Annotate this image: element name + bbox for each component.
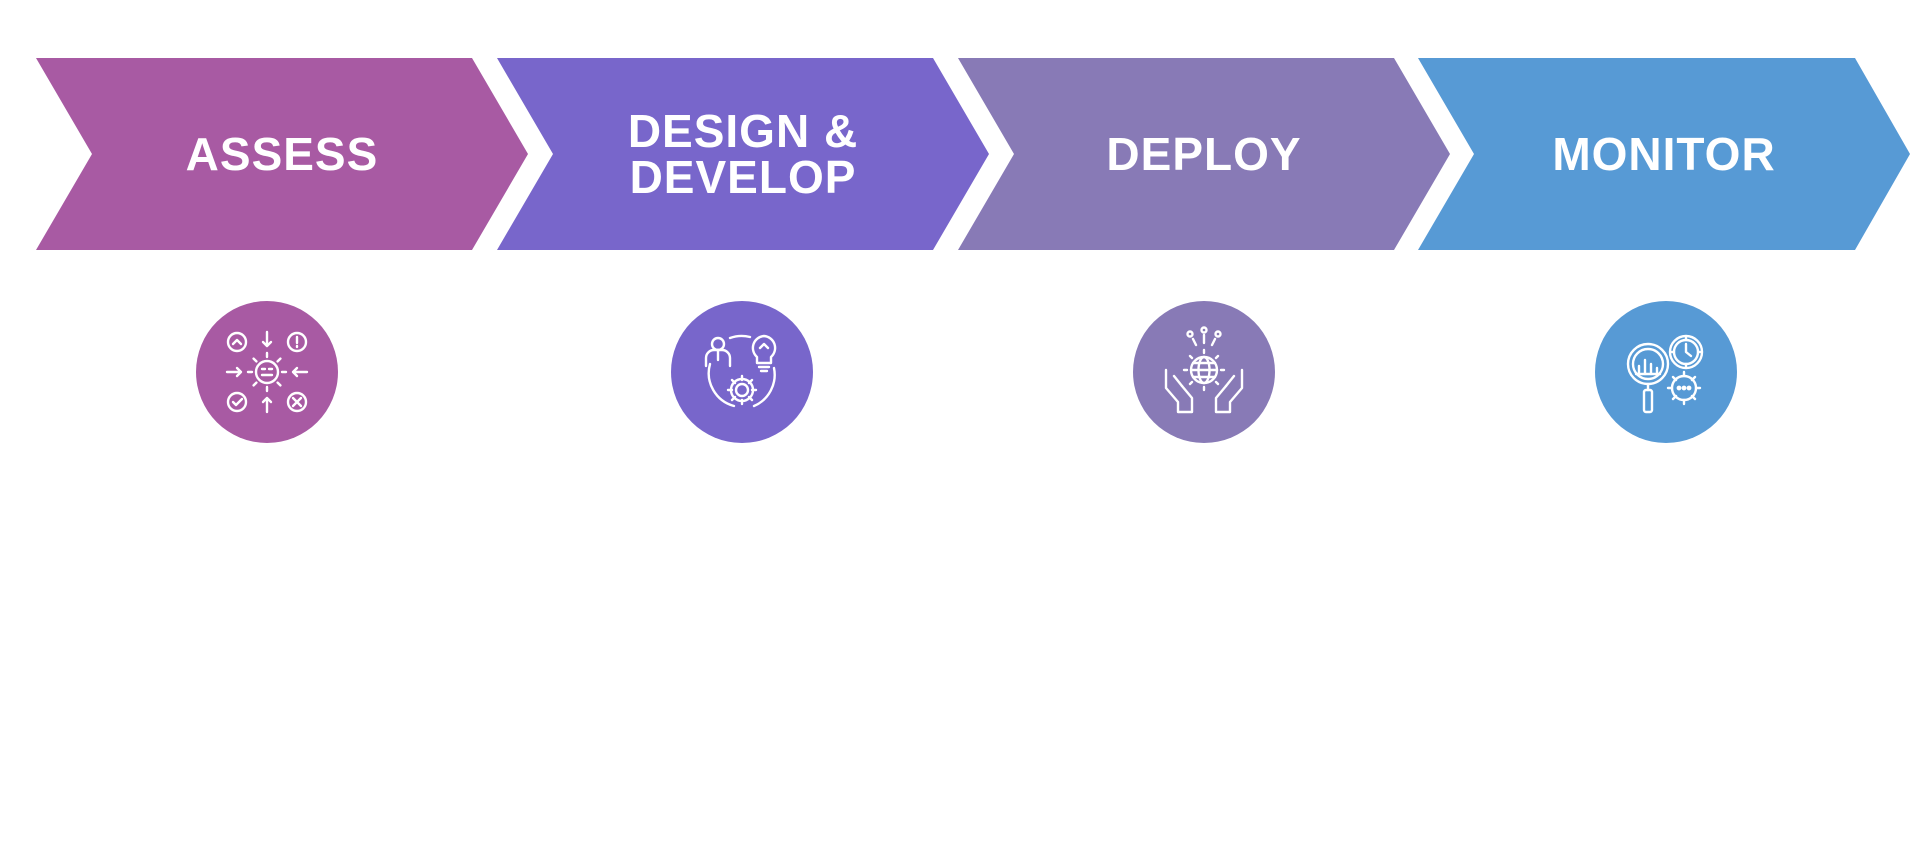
chevron-shape: [36, 58, 528, 250]
chevron-fill: [36, 58, 528, 250]
chevron-shape: [497, 58, 989, 250]
monitor-icon-badge: [1595, 301, 1737, 443]
step-deploy-chevron: DEPLOY: [958, 58, 1486, 250]
design-idea-gear-icon: [704, 334, 777, 408]
chevron-shape: [958, 58, 1450, 250]
step-monitor-chevron: MONITOR: [1418, 58, 1910, 250]
hands-globe-gear-icon: [1164, 326, 1244, 414]
chevron-fill: [497, 58, 989, 250]
design-develop-icon-badge: [671, 301, 813, 443]
assess-icon-badge: [196, 301, 338, 443]
step-design-develop-chevron: DESIGN & DEVELOP: [497, 58, 1025, 250]
assessment-gear-icon: [225, 330, 309, 414]
magnifier-chart-clock-icon: [1626, 334, 1704, 414]
chevron-fill: [1418, 58, 1910, 250]
step-design-develop-label: DESIGN & DEVELOP: [627, 105, 859, 203]
step-assess-label: ASSESS: [185, 128, 379, 180]
chevron-shape: [1418, 58, 1910, 250]
deploy-icon-badge: [1133, 301, 1275, 443]
step-assess-chevron: ASSESS: [36, 58, 564, 250]
step-deploy-label: DEPLOY: [1106, 128, 1302, 180]
chevron-fill: [958, 58, 1450, 250]
step-monitor-label: MONITOR: [1552, 128, 1776, 180]
